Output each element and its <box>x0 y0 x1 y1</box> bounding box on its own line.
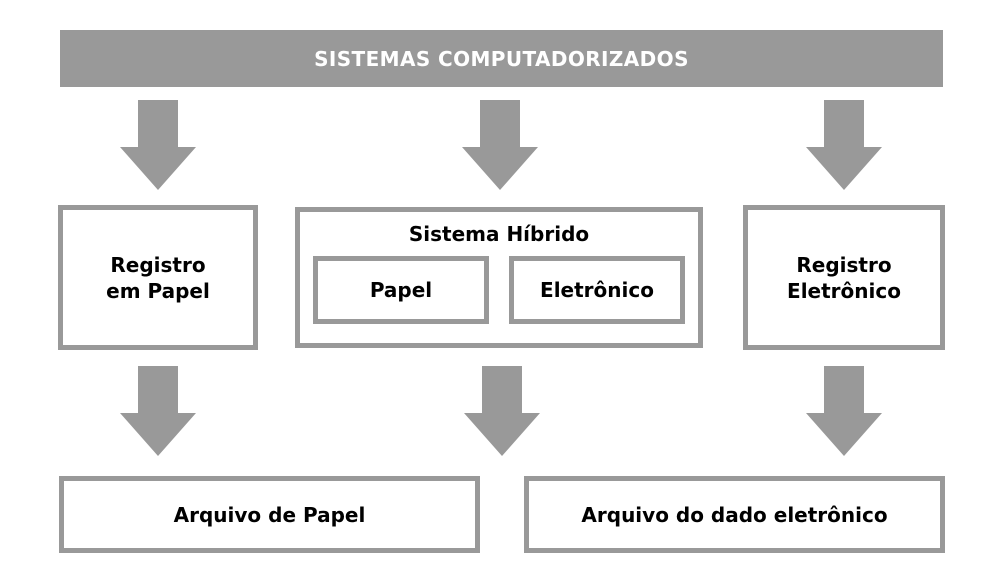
down-arrow-shape <box>806 366 882 456</box>
node-registro-eletronico: Registro Eletrônico <box>743 205 945 350</box>
down-arrow-shape <box>462 100 538 190</box>
node-sistema-hibrido: Sistema Híbrido Papel Eletrônico <box>295 207 703 348</box>
node-registro-em-papel: Registro em Papel <box>58 205 258 350</box>
down-arrow-icon <box>120 100 196 190</box>
down-arrow-icon <box>806 100 882 190</box>
down-arrow-shape <box>120 100 196 190</box>
down-arrow-icon <box>120 366 196 456</box>
node-label: Registro em Papel <box>106 252 210 303</box>
banner-sistemas-computadorizados: SISTEMAS COMPUTADORIZADOS <box>60 30 943 87</box>
node-label: Papel <box>369 278 433 302</box>
node-label: Registro Eletrônico <box>787 252 901 303</box>
banner-title: SISTEMAS COMPUTADORIZADOS <box>314 46 689 71</box>
down-arrow-icon <box>464 366 540 456</box>
node-arquivo-de-papel: Arquivo de Papel <box>59 476 480 553</box>
node-title: Sistema Híbrido <box>408 222 590 246</box>
down-arrow-shape <box>120 366 196 456</box>
node-arquivo-do-dado-eletronico: Arquivo do dado eletrônico <box>524 476 945 553</box>
down-arrow-shape <box>464 366 540 456</box>
node-label: Eletrônico <box>540 278 654 302</box>
down-arrow-icon <box>806 366 882 456</box>
node-label: Arquivo do dado eletrônico <box>581 502 888 527</box>
down-arrow-shape <box>806 100 882 190</box>
node-label: Arquivo de Papel <box>173 502 366 527</box>
node-papel: Papel <box>313 256 489 324</box>
node-eletronico: Eletrônico <box>509 256 685 324</box>
hybrid-children-row: Papel Eletrônico <box>300 256 698 324</box>
down-arrow-icon <box>462 100 538 190</box>
